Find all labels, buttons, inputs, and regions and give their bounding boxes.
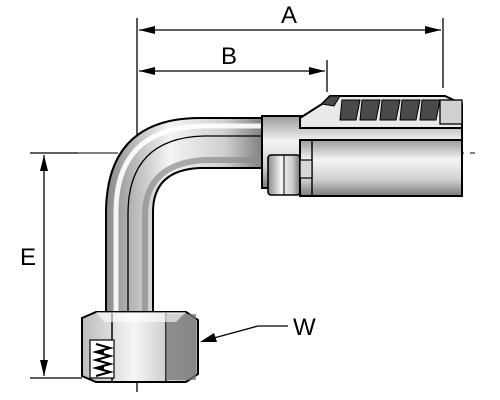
ferrule-end-band	[439, 99, 463, 125]
arrowhead-b-left	[139, 67, 155, 75]
dimension-b: B	[139, 43, 325, 75]
dimension-label-w: W	[293, 314, 316, 341]
ferrule-ridge	[320, 95, 341, 107]
arrowhead-a-right	[425, 26, 441, 34]
arrowhead-e-bottom	[40, 360, 48, 376]
nut-shadow-face	[166, 314, 196, 380]
thread-teeth	[91, 342, 115, 378]
ferrule-tooth	[419, 99, 441, 121]
nut-chamfer-top	[96, 312, 186, 322]
thread-dot	[100, 350, 104, 354]
arrowhead-a-left	[139, 26, 155, 34]
thread-dot	[100, 366, 104, 370]
tube-inner-line	[127, 135, 265, 318]
dimension-a: A	[139, 2, 441, 34]
callout-w: W	[200, 314, 316, 342]
ferrule-teeth	[339, 99, 441, 121]
socket-sleeve	[299, 139, 463, 197]
nut-thread-cutaway	[89, 339, 115, 379]
arrowhead-e-top	[40, 155, 48, 171]
dimension-label-e: E	[20, 244, 36, 271]
socket-sleeve-notch	[299, 159, 313, 179]
dimension-e: E	[20, 155, 48, 376]
tube-highlight	[113, 123, 265, 318]
elbow-tube	[105, 117, 266, 319]
swivel-nut	[81, 311, 199, 383]
arrowhead-b-right	[309, 67, 325, 75]
dimension-label-b: B	[221, 43, 237, 70]
ferrule-tooth	[339, 99, 361, 121]
arrowhead-w	[200, 333, 217, 342]
dimension-label-a: A	[281, 2, 297, 29]
tube-shade	[142, 157, 265, 318]
ferrule-tooth	[379, 99, 401, 121]
ferrule	[299, 95, 463, 129]
tube-body	[105, 117, 266, 319]
ferrule-tooth	[399, 99, 421, 121]
ferrule-tooth	[359, 99, 381, 121]
leader-line-w-diagonal	[213, 325, 259, 339]
